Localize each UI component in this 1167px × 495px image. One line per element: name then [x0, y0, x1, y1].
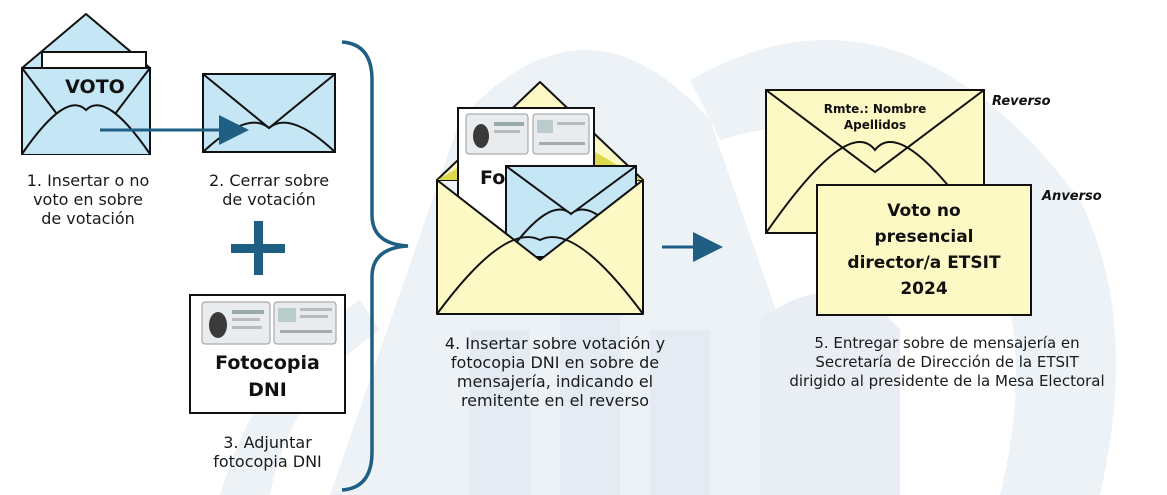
- front-envelope-text: Voto no presencial director/a ETSIT 2024: [817, 198, 1031, 302]
- step4-caption: 4. Insertar sobre votación y fotocopia D…: [395, 334, 715, 410]
- caption-line: de votación: [222, 190, 316, 209]
- step1-caption: 1. Insertar o no voto en sobre de votaci…: [0, 171, 176, 228]
- sender-label: Rmte.: Nombre Apellidos: [800, 101, 950, 133]
- caption-line: Secretaría de Dirección de la ETSIT: [815, 353, 1079, 371]
- front-text-line: Voto no: [887, 201, 961, 221]
- id-copy-label: Fotocopia DNI: [190, 350, 345, 404]
- sender-line: Rmte.: Nombre: [823, 102, 927, 116]
- doc-label-line: Fotocopia: [215, 352, 320, 374]
- partial-doc-label: Fo: [480, 167, 506, 189]
- caption-line: fotocopia DNI en sobre de: [450, 353, 660, 372]
- caption-line: 4. Insertar sobre votación y: [444, 334, 666, 353]
- step5-caption: 5. Entregar sobre de mensajería en Secre…: [727, 334, 1167, 391]
- front-side-label: Anverso: [1042, 189, 1102, 204]
- sender-line: Apellidos: [843, 118, 907, 132]
- caption-line: de votación: [41, 209, 135, 228]
- brace-icon: [341, 40, 409, 492]
- step2-envelope-icon: [202, 73, 336, 153]
- caption-line: 5. Entregar sobre de mensajería en: [814, 334, 1080, 352]
- plus-icon: [231, 221, 285, 275]
- caption-line: voto en sobre: [33, 190, 143, 209]
- ballot-label: VOTO: [65, 76, 125, 98]
- front-text-line: director/a ETSIT: [847, 253, 1001, 273]
- step3-id-card-icon: [189, 294, 346, 414]
- step5-front-envelope-icon: [816, 184, 1032, 316]
- caption-line: 2. Cerrar sobre: [208, 171, 330, 190]
- back-side-label: Reverso: [992, 94, 1051, 109]
- caption-line: dirigido al presidente de la Mesa Electo…: [789, 372, 1105, 390]
- front-text-line: 2024: [900, 279, 948, 299]
- step2-caption: 2. Cerrar sobre de votación: [184, 171, 354, 209]
- step1-envelope-icon: [21, 13, 151, 155]
- step3-caption: 3. Adjuntar fotocopia DNI: [180, 433, 355, 471]
- caption-line: 1. Insertar o no: [26, 171, 150, 190]
- front-text-line: presencial: [874, 227, 974, 247]
- caption-line: fotocopia DNI: [213, 452, 322, 471]
- doc-label-line: DNI: [248, 379, 287, 401]
- caption-line: mensajería, indicando el: [456, 372, 654, 391]
- step4-envelope-icon: [436, 81, 644, 315]
- caption-line: 3. Adjuntar: [223, 433, 312, 452]
- caption-line: remitente en el reverso: [460, 391, 650, 410]
